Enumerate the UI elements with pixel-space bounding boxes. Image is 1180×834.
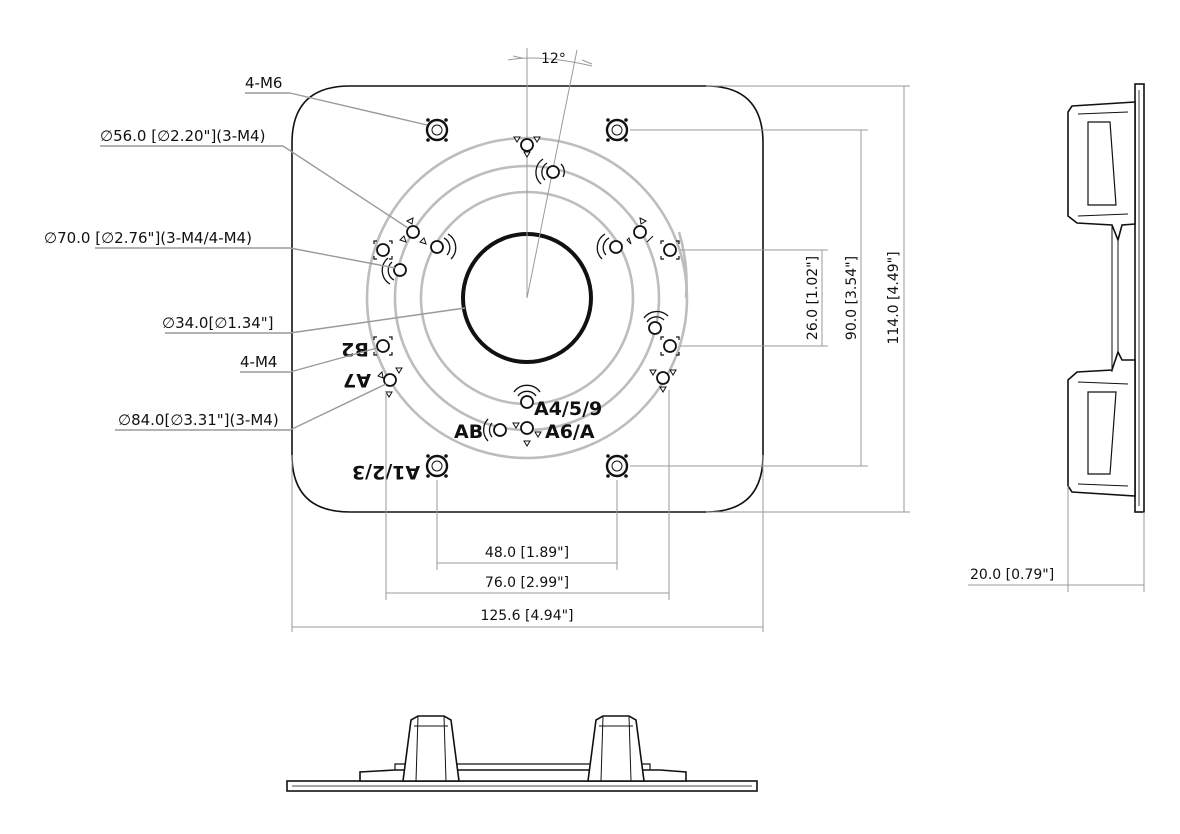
angle-arc [507,57,593,67]
dim-76: 76.0 [2.99"] [485,575,569,591]
callout-4m6: 4-M6 [245,74,282,92]
mark-a459: A4/5/9 [534,398,602,420]
bottom-view [286,715,758,792]
front-view: A4/5/9 A6/A AB A1/2/3 A7 B2 [44,48,910,632]
m4-hole [373,336,393,356]
arc-hole [596,233,623,260]
m4-hole [373,240,393,260]
dim-114: 114.0 [4.49"] [886,251,902,344]
arc-hole [535,158,565,185]
callout-4m4: 4-M4 [240,353,277,371]
mark-b2: B2 [341,338,369,360]
arc-hole [381,257,407,285]
arc-hole [482,418,507,442]
dim-90: 90.0 [3.54"] [844,256,860,340]
mark-a6a: A6/A [545,421,595,443]
vertical-dimensions [630,85,910,513]
callout-dia34: ∅34.0[∅1.34"] [162,314,274,332]
triangle-hole [399,217,427,245]
angle-tick-right [581,59,593,65]
dim-20: 20.0 [0.79"] [970,567,1054,583]
m6-hole [425,118,449,142]
callout-dia84: ∅84.0[∅3.31"](3-M4) [118,411,279,429]
horizontal-dimensions [291,390,764,632]
side-view: 20.0 [0.79"] [968,83,1145,592]
m6-hole [605,454,629,478]
callout-dia56: ∅56.0 [∅2.20"](3-M4) [100,127,265,145]
side-boss-bottom [1067,349,1136,497]
triangle-hole [512,421,542,447]
mark-ab: AB [454,421,483,443]
callout-dia70: ∅70.0 [∅2.76"](3-M4/4-M4) [44,229,252,247]
m4-hole [660,336,680,356]
m4-hole [660,240,680,260]
m6-hole [425,454,449,478]
angle-tick-left [512,55,523,59]
arc-dia84-outer [677,231,688,299]
dim-26: 26.0 [1.02"] [805,256,821,340]
m6-hole [605,118,629,142]
triangle-hole [513,136,541,158]
dim-48: 48.0 [1.89"] [485,545,569,561]
side-plate [1134,83,1145,513]
mark-a7: A7 [343,369,371,391]
arc-hole [430,233,457,260]
dim-125: 125.6 [4.94"] [480,608,573,624]
triangle-hole [626,217,654,245]
angle-label: 12° [541,51,566,67]
side-boss-top [1067,101,1136,243]
arc-hole [643,310,669,335]
leader-lines [95,92,466,431]
triangle-hole [649,369,677,393]
triangle-hole [377,367,403,398]
arc-hole [513,384,541,409]
